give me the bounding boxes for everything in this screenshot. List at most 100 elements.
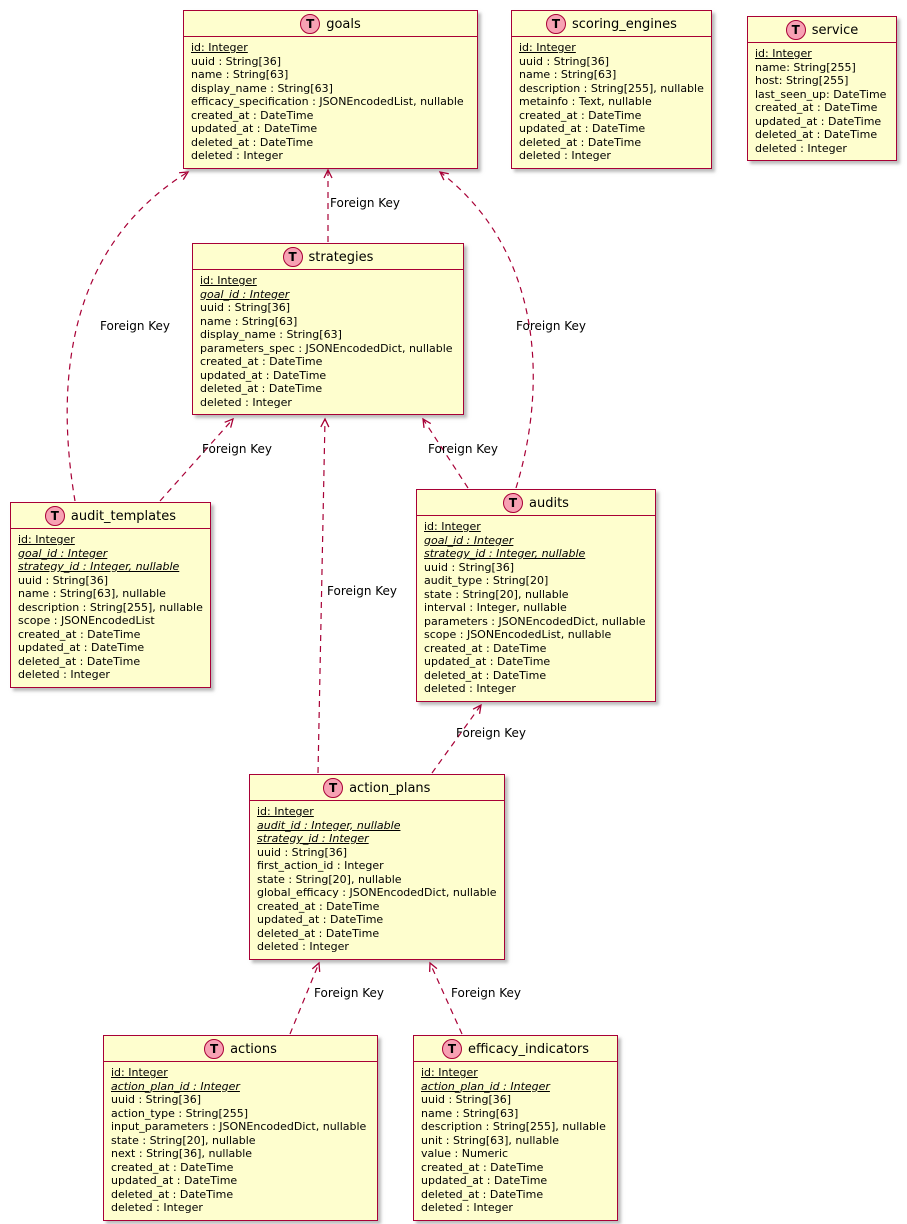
table-field: action_plan_id : Integer (111, 1079, 240, 1093)
table-field: created_at : DateTime (18, 627, 141, 641)
table-name: scoring_engines (571, 16, 677, 32)
table-field: created_at : DateTime (200, 355, 323, 368)
table-type-icon: T (282, 247, 303, 267)
table-field: name : String[63], nullable (18, 587, 166, 600)
table-field: id: Integer (18, 533, 75, 546)
table-field: goal_id : Integer (424, 533, 514, 547)
table-type-icon: T (300, 14, 321, 34)
table-field: parameters_spec : JSONEncodedDict, nulla… (200, 341, 453, 355)
table-field: deleted_at : DateTime (200, 382, 323, 395)
table-field: deleted_at : DateTime (424, 668, 547, 682)
table-field: metainfo : Text, nullable (519, 95, 652, 108)
table-name: audits (529, 495, 569, 511)
table-field: strategy_id : Integer (257, 832, 369, 845)
table-field: uuid : String[36] (18, 573, 109, 587)
table-field: deleted_at : DateTime (519, 135, 642, 149)
table-type-icon: T (545, 14, 566, 34)
table-field: id: Integer (257, 805, 314, 818)
table-field: updated_at : DateTime (18, 641, 145, 654)
table-field: updated_at : DateTime (191, 122, 318, 135)
table-field: id: Integer (421, 1066, 478, 1079)
table-field: uuid : String[36] (424, 560, 515, 574)
table-name: goals (326, 16, 361, 32)
table-field: first_action_id : Integer (257, 859, 384, 872)
table-field: id: Integer (755, 47, 812, 60)
table-field: deleted : Integer (424, 682, 516, 695)
table-field: name : String[63] (421, 1106, 519, 1120)
table-field: id: Integer (200, 274, 257, 287)
table-field: deleted_at : DateTime (421, 1187, 544, 1201)
table-field: created_at : DateTime (519, 108, 642, 122)
table-field: next : String[36], nullable (111, 1147, 253, 1160)
table-field: input_parameters : JSONEncodedDict, null… (111, 1120, 367, 1133)
table-field: deleted_at : DateTime (18, 654, 141, 668)
table-field: audit_type : String[20] (424, 574, 549, 587)
table-field: state : String[20], nullable (257, 872, 402, 886)
table-field: updated_at : DateTime (200, 368, 327, 382)
table-type-icon: T (441, 1039, 462, 1059)
table-field: created_at : DateTime (755, 101, 878, 114)
table-name: efficacy_indicators (467, 1041, 590, 1057)
table-field: id: Integer (519, 41, 576, 54)
table-field: updated_at : DateTime (755, 114, 882, 128)
table-field: created_at : DateTime (191, 108, 314, 122)
table-field: display_name : String[63] (191, 81, 333, 95)
table-field: uuid : String[36] (200, 301, 291, 314)
table-field: name : String[63] (519, 68, 617, 81)
table-field: deleted_at : DateTime (111, 1187, 234, 1201)
table-field: scope : JSONEncodedList, nullable (424, 628, 612, 641)
table-field: uuid : String[36] (191, 54, 282, 68)
table-field: updated_at : DateTime (424, 655, 551, 668)
table-field: created_at : DateTime (421, 1160, 544, 1174)
table-field: parameters : JSONEncodedDict, nullable (424, 614, 646, 628)
table-field: uuid : String[36] (257, 845, 348, 859)
table-field: host: String[255] (755, 74, 849, 87)
table-field: action_type : String[255] (111, 1106, 249, 1120)
table-field: id: Integer (111, 1066, 168, 1079)
table-field: updated_at : DateTime (111, 1174, 238, 1187)
table-field: deleted : Integer (755, 141, 847, 155)
table-field: audit_id : Integer, nullable (257, 818, 401, 832)
table-field: value : Numeric (421, 1147, 509, 1160)
table-type-icon: T (204, 1039, 225, 1059)
table-field: last_seen_up: DateTime (755, 87, 887, 101)
table-field: deleted : Integer (191, 149, 283, 162)
table-field: state : String[20], nullable (111, 1133, 256, 1147)
table-type-icon: T (44, 506, 65, 526)
table-field: state : String[20], nullable (424, 587, 569, 601)
table-field: updated_at : DateTime (257, 913, 384, 926)
table-field: id: Integer (424, 520, 481, 533)
table-field: name : String[63] (191, 68, 289, 81)
table-field: goal_id : Integer (18, 546, 108, 560)
table-field: deleted : Integer (257, 940, 349, 953)
table-field: deleted : Integer (421, 1201, 513, 1214)
table-field: name: String[255] (755, 60, 856, 74)
table-field: scope : JSONEncodedList (18, 614, 155, 627)
table-field: interval : Integer, nullable (424, 601, 567, 614)
table-field: deleted_at : DateTime (191, 135, 314, 149)
table-field: goal_id : Integer (200, 287, 290, 301)
table-type-icon: T (503, 493, 524, 513)
table-field: unit : String[63], nullable (421, 1133, 560, 1147)
